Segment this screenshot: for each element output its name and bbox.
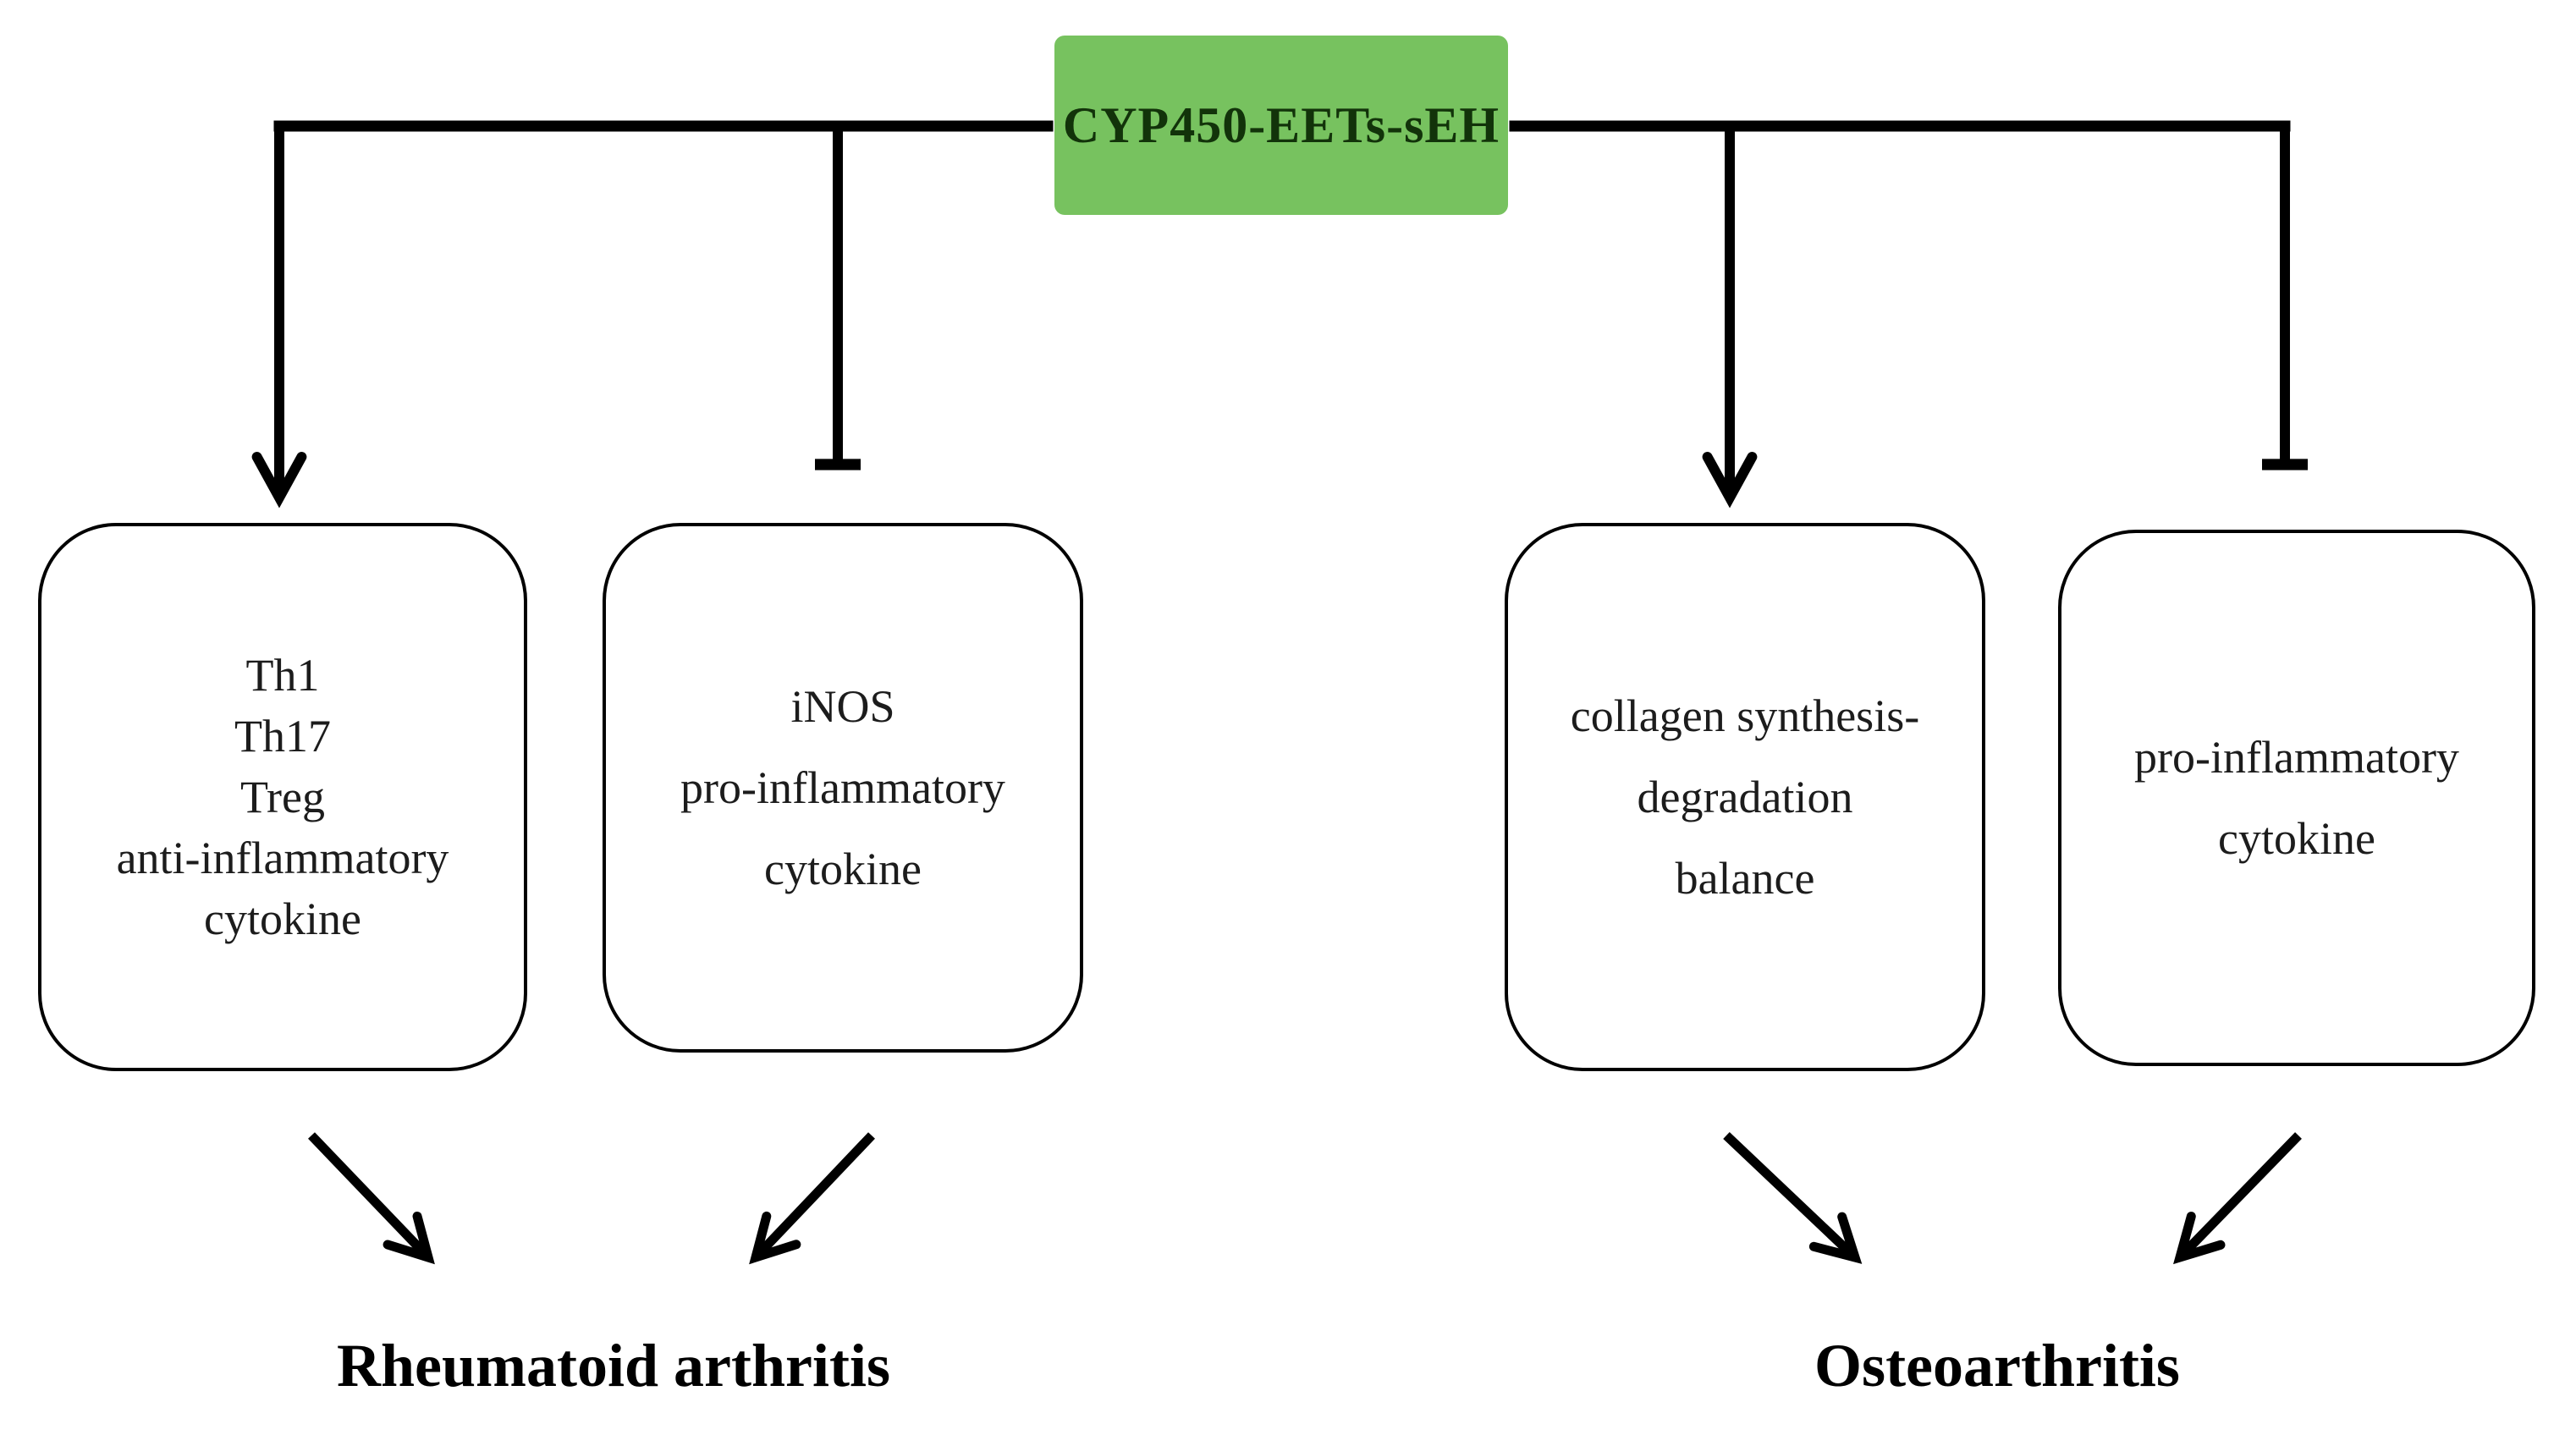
root-node-cyp450-eets-seh: CYP450-EETs-sEH (1054, 36, 1508, 215)
node-text-line: cytokine (2218, 813, 2375, 864)
node-text-line: Treg (239, 772, 326, 822)
node-text-line: pro-inflammatory (680, 762, 1005, 813)
diagonal-arrow-collagen-to-oa (1723, 1132, 1863, 1264)
node-text-line: Th17 (234, 711, 331, 761)
node-text-line: cytokine (204, 893, 361, 944)
node-collagen-balance: collagen synthesis- degradation balance (1505, 523, 1985, 1071)
node-text-line: cytokine (764, 844, 922, 894)
outcome-label-rheumatoid-arthritis: Rheumatoid arthritis (337, 1332, 890, 1399)
node-text-line: degradation (1637, 772, 1853, 822)
diagonal-arrow-cytokine-to-oa (2173, 1132, 2302, 1265)
diagonal-arrow-immune-to-ra (308, 1132, 435, 1265)
node-text-line: anti-inflammatory (116, 833, 449, 883)
node-proinflammatory-cytokine: pro-inflammatory cytokine (2058, 530, 2535, 1066)
node-text-line: collagen synthesis- (1570, 690, 1920, 741)
node-text-line: iNOS (790, 681, 895, 732)
node-text-line: balance (1675, 853, 1815, 904)
node-immune-cells: Th1 Th17 Treg anti-inflammatory cytokine (38, 523, 527, 1071)
node-inos-cytokine: iNOS pro-inflammatory cytokine (603, 523, 1083, 1053)
node-text-line: Th1 (245, 650, 320, 701)
outcome-label-osteoarthritis: Osteoarthritis (1814, 1332, 2180, 1399)
diagonal-arrow-inos-to-ra (749, 1132, 875, 1265)
node-text-line: pro-inflammatory (2134, 732, 2459, 783)
